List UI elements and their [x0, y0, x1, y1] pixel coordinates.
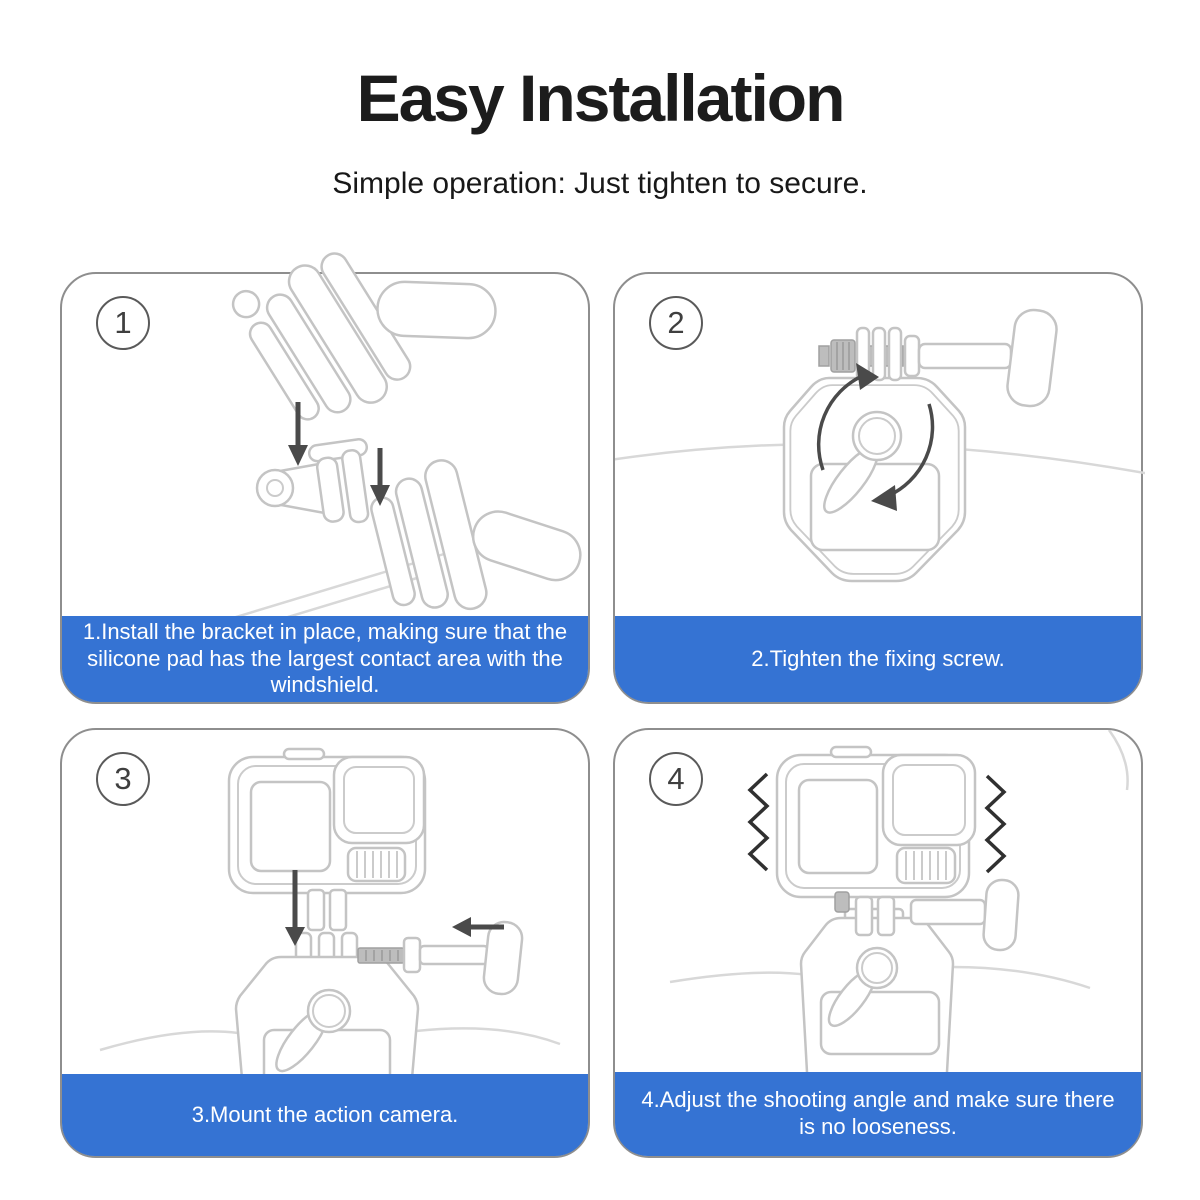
step-panel-2: 2 — [613, 272, 1145, 704]
step-2-illustration — [615, 274, 1145, 620]
vibration-zigzag-icon — [747, 772, 770, 872]
mount-action-camera-icon — [99, 747, 561, 1078]
step-panel-4: 4 — [613, 728, 1143, 1158]
vibration-zigzag-icon — [984, 774, 1007, 874]
step-1-number: 1 — [114, 305, 132, 340]
step-3-number: 3 — [114, 761, 132, 796]
adjust-angle-no-looseness-icon — [669, 730, 1129, 1076]
step-panel-1: 1 — [60, 252, 590, 704]
step-1-illustration — [62, 226, 592, 620]
down-arrow-icon — [288, 402, 308, 466]
down-arrow-icon — [370, 448, 390, 506]
step-4-number: 4 — [667, 761, 685, 796]
step-3-illustration — [62, 730, 592, 1078]
step-4-caption: 4.Adjust the shooting angle and make sur… — [641, 1087, 1115, 1139]
step-2-caption-bar: 2.Tighten the fixing screw. — [615, 616, 1141, 702]
left-arrow-icon — [452, 917, 504, 937]
rotate-clockwise-arrow-icon — [816, 363, 879, 471]
step-3-number-badge: 3 — [96, 752, 150, 806]
step-3-caption: 3.Mount the action camera. — [191, 1101, 459, 1127]
down-arrow-icon — [285, 870, 305, 946]
rotate-clockwise-arrow-icon — [871, 403, 935, 511]
step-4-illustration — [615, 730, 1145, 1076]
windshield-bracket-install-icon — [221, 252, 582, 620]
step-panel-3: 3 — [60, 728, 590, 1158]
page-title: Easy Installation — [356, 61, 846, 135]
step-4-caption-bar: 4.Adjust the shooting angle and make sur… — [615, 1072, 1141, 1156]
step-2-number-badge: 2 — [649, 296, 703, 350]
step-2-number: 2 — [667, 305, 685, 340]
step-1-caption-bar: 1.Install the bracket in place, making s… — [62, 616, 588, 702]
step-3-caption-bar: 3.Mount the action camera. — [62, 1074, 588, 1156]
tighten-fixing-screw-icon — [615, 308, 1145, 583]
step-1-number-badge: 1 — [96, 296, 150, 350]
page-subtitle: Simple operation: Just tighten to secure… — [332, 167, 868, 200]
step-4-number-badge: 4 — [649, 752, 703, 806]
step-2-caption: 2.Tighten the fixing screw. — [751, 645, 1005, 671]
step-1-caption: 1.Install the bracket in place, making s… — [82, 618, 568, 698]
